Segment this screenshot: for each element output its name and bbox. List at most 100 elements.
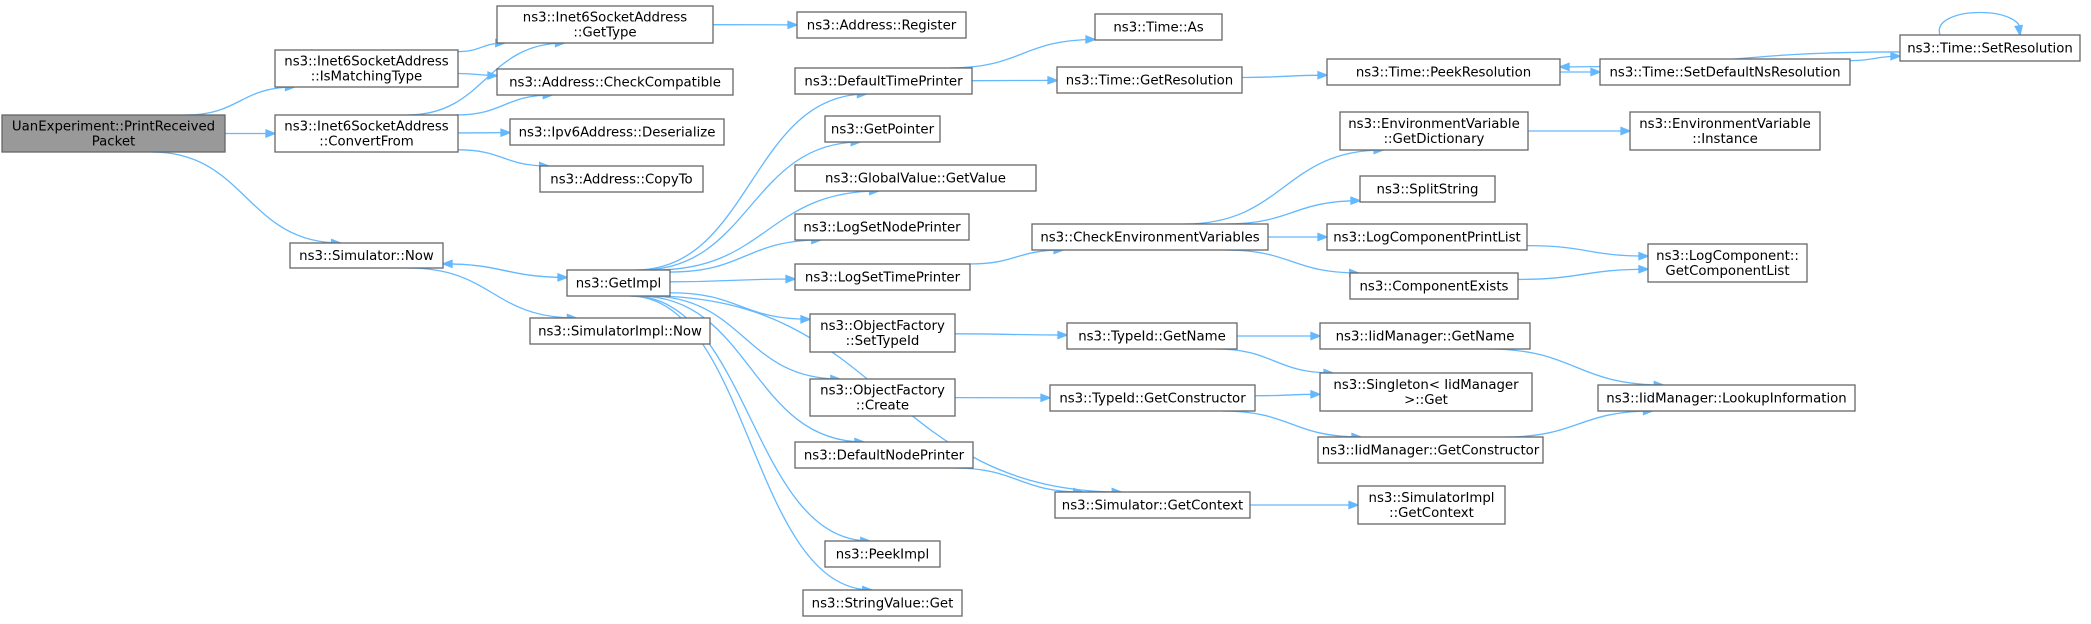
node-split[interactable]: ns3::SplitString xyxy=(1359,175,1496,203)
node-box xyxy=(824,115,941,143)
node-box xyxy=(1899,34,2081,62)
node-label-line: ns3::TypeId::GetName xyxy=(1078,330,1226,345)
edge-line xyxy=(1254,393,1321,397)
node-tigetctor[interactable]: ns3::TypeId::GetConstructor xyxy=(1049,384,1256,412)
edge-line xyxy=(954,333,1068,336)
edge-deftp-to-timeas xyxy=(949,35,1097,69)
edge-cev-to-lcpl xyxy=(1268,232,1329,242)
node-gvget[interactable]: ns3::GlobalValue::GetValue xyxy=(794,164,1037,192)
node-setdefns[interactable]: ns3::Time::SetDefaultNsResolution xyxy=(1599,58,1851,86)
node-box xyxy=(509,118,725,146)
node-register[interactable]: ns3::Address::Register xyxy=(796,11,967,39)
node-gettype[interactable]: ns3::Inet6SocketAddress::GetType xyxy=(496,5,714,44)
node-box xyxy=(1629,111,1821,151)
edge-arrowhead xyxy=(1348,500,1360,510)
node-label-line: ns3::TypeId::GetConstructor xyxy=(1059,392,1246,407)
node-box xyxy=(1359,175,1496,203)
node-box xyxy=(289,242,444,269)
edge-arrowhead xyxy=(1558,62,1570,72)
node-checkcompat[interactable]: ns3::Address::CheckCompatible xyxy=(496,68,734,96)
node-lsnp[interactable]: ns3::LogSetNodePrinter xyxy=(794,213,970,241)
node-ofcreate[interactable]: ns3::ObjectFactory::Create xyxy=(809,378,956,417)
node-iidgetname[interactable]: ns3::IidManager::GetName xyxy=(1319,322,1531,350)
node-box xyxy=(1597,384,1856,412)
node-deser[interactable]: ns3::Ipv6Address::Deserialize xyxy=(509,118,725,146)
node-label-line: ns3::LogSetTimePrinter xyxy=(805,271,961,286)
node-simgetctx[interactable]: ns3::Simulator::GetContext xyxy=(1054,491,1251,519)
edge-arrowhead xyxy=(441,259,453,269)
edge-getres-to-peekres xyxy=(1241,70,1329,80)
node-lstp[interactable]: ns3::LogSetTimePrinter xyxy=(794,263,971,291)
node-label-line: ns3::LogComponentPrintList xyxy=(1333,231,1521,246)
node-iidgetctor[interactable]: ns3::IidManager::GetConstructor xyxy=(1317,436,1544,464)
node-label-line: ::GetContext xyxy=(1389,506,1474,521)
node-convert[interactable]: ns3::Inet6SocketAddress::ConvertFrom xyxy=(274,114,459,153)
edge-line xyxy=(638,295,864,443)
edge-line xyxy=(1225,200,1361,225)
edge-arrowhead xyxy=(1638,251,1650,261)
edge-line xyxy=(406,42,565,116)
node-svget[interactable]: ns3::StringValue::Get xyxy=(802,589,963,617)
node-lcgetlist[interactable]: ns3::LogComponent::GetComponentList xyxy=(1647,243,1808,283)
node-label-line: ns3::Time::SetDefaultNsResolution xyxy=(1609,66,1840,81)
node-label-line: ns3::ComponentExists xyxy=(1359,280,1508,295)
edge-uan-to-convert xyxy=(224,129,277,138)
node-box xyxy=(1031,223,1269,251)
node-lookup[interactable]: ns3::IidManager::LookupInformation xyxy=(1597,384,1856,412)
edge-arrowhead xyxy=(785,274,797,284)
node-cev[interactable]: ns3::CheckEnvironmentVariables xyxy=(1031,223,1269,251)
node-label-line: ns3::Time::PeekResolution xyxy=(1356,66,1531,81)
node-label-line: ns3::DefaultTimePrinter xyxy=(804,75,963,90)
node-getimpl[interactable]: ns3::GetImpl xyxy=(566,269,671,297)
node-box xyxy=(1339,111,1529,151)
node-copyto[interactable]: ns3::Address::CopyTo xyxy=(539,165,704,193)
node-defnp[interactable]: ns3::DefaultNodePrinter xyxy=(794,441,974,469)
node-label-line: ns3::Address::CheckCompatible xyxy=(509,76,721,91)
node-box xyxy=(274,49,459,88)
node-timeas[interactable]: ns3::Time::As xyxy=(1094,13,1223,41)
node-tigetname[interactable]: ns3::TypeId::GetName xyxy=(1066,322,1238,350)
node-simimplnow[interactable]: ns3::SimulatorImpl::Now xyxy=(529,317,711,345)
node-evdict[interactable]: ns3::EnvironmentVariable::GetDictionary xyxy=(1339,111,1529,151)
edge-ofcreate-to-tigetctor xyxy=(954,393,1052,403)
edge-arrowhead xyxy=(800,314,812,324)
node-label-line: ns3::StringValue::Get xyxy=(812,597,954,612)
node-simimplctx[interactable]: ns3::SimulatorImpl::GetContext xyxy=(1357,485,1506,525)
edge-simnow-to-getimpl xyxy=(442,263,569,282)
node-lcpl[interactable]: ns3::LogComponentPrintList xyxy=(1326,223,1528,251)
node-ofset[interactable]: ns3::ObjectFactory::SetTypeId xyxy=(809,313,956,353)
edge-arrowhead xyxy=(2014,24,2023,37)
node-compex[interactable]: ns3::ComponentExists xyxy=(1349,272,1519,300)
node-box xyxy=(1054,491,1251,519)
node-label-line: ns3::Time::SetResolution xyxy=(1907,42,2073,57)
node-ismatch[interactable]: ns3::Inet6SocketAddress::IsMatchingType xyxy=(274,49,459,88)
node-peekimpl[interactable]: ns3::PeekImpl xyxy=(824,540,941,568)
node-box xyxy=(566,269,671,297)
node-label-line: ns3::EnvironmentVariable xyxy=(1348,117,1520,132)
edge-tigetctor-to-iidgetctor xyxy=(1221,410,1363,442)
node-label-line: ns3::Simulator::GetContext xyxy=(1062,499,1243,514)
node-box xyxy=(809,378,956,417)
edge-line xyxy=(442,263,568,279)
node-getptr[interactable]: ns3::GetPointer xyxy=(824,115,941,143)
node-evinst[interactable]: ns3::EnvironmentVariable::Instance xyxy=(1629,111,1821,151)
edge-arrowhead xyxy=(265,129,277,138)
edge-ismatch-to-checkcompat xyxy=(457,71,499,81)
edge-line xyxy=(1488,348,1664,386)
node-peekres[interactable]: ns3::Time::PeekResolution xyxy=(1326,58,1561,86)
node-label-line: ns3::Time::As xyxy=(1113,21,1203,36)
node-singleton[interactable]: ns3::Singleton< IidManager>::Get xyxy=(1319,372,1533,412)
call-graph-nodes: UanExperiment::PrintReceivedPacketns3::I… xyxy=(1,5,2081,617)
edge-line xyxy=(151,151,341,244)
node-label-line: ns3::CheckEnvironmentVariables xyxy=(1040,231,1259,246)
edge-setdefns-to-setres xyxy=(1849,51,1902,62)
edge-uan-to-simnow xyxy=(151,151,343,248)
edge-arrowhead xyxy=(500,128,512,138)
node-deftp[interactable]: ns3::DefaultTimePrinter xyxy=(794,67,973,95)
node-box xyxy=(794,441,974,469)
edge-cev-to-split xyxy=(1225,196,1362,225)
node-setres[interactable]: ns3::Time::SetResolution xyxy=(1899,34,2081,62)
node-simnow[interactable]: ns3::Simulator::Now xyxy=(289,242,444,269)
node-getres[interactable]: ns3::Time::GetResolution xyxy=(1056,66,1243,94)
